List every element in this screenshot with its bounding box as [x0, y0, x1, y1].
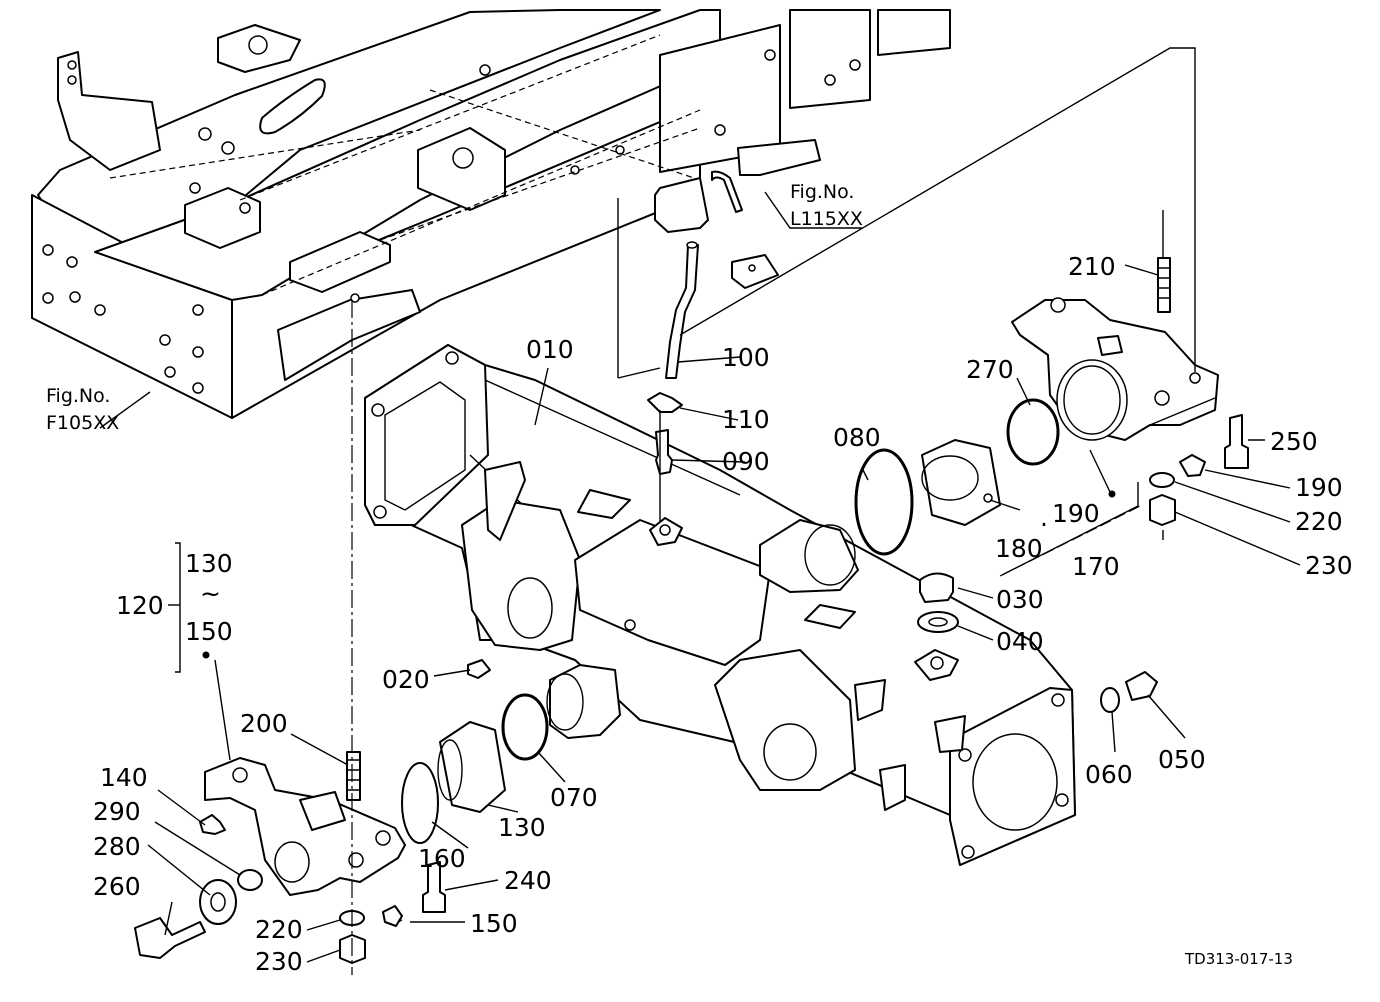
label-170: 170	[1072, 552, 1120, 581]
label-140: 140	[100, 763, 148, 792]
label-210: 210	[1068, 252, 1116, 281]
label-080: 080	[833, 423, 881, 452]
label-070: 070	[550, 783, 598, 812]
label-190: 190	[1295, 473, 1343, 502]
label-090: 090	[722, 447, 770, 476]
label-050: 050	[1158, 745, 1206, 774]
label-110: 110	[722, 405, 770, 434]
left-axle-bracket	[204, 757, 406, 896]
label-260: 260	[93, 872, 141, 901]
frame-holes	[42, 49, 861, 394]
label-150: 150	[470, 909, 518, 938]
label-290: 290	[93, 797, 141, 826]
label-010: 010	[526, 335, 574, 364]
label-range-tilde: ~	[200, 579, 221, 608]
label-130: 130	[498, 813, 546, 842]
label-060: 060	[1085, 760, 1133, 789]
label-230-right: 230	[1305, 551, 1353, 580]
figure-reference-hose: Fig.No. L115XX	[790, 181, 863, 230]
label-180-sep: ·	[1040, 510, 1048, 539]
axle-housing	[364, 344, 1076, 866]
label-100: 100	[722, 343, 770, 372]
label-250: 250	[1270, 427, 1318, 456]
fig-ref-hose-line2: L115XX	[790, 208, 863, 230]
label-130-range-start: 130	[185, 549, 233, 578]
drawing-code: TD313-017-13	[1184, 950, 1293, 968]
label-280: 280	[93, 832, 141, 861]
figure-reference-frame: Fig.No. F105XX	[46, 385, 119, 434]
right-axle-bracket	[1011, 297, 1219, 441]
label-200: 200	[240, 709, 288, 738]
label-150-range-end: 150	[185, 617, 233, 646]
label-030: 030	[996, 585, 1044, 614]
leader-lines	[99, 191, 1301, 963]
label-120: 120	[116, 591, 164, 620]
label-190-group: 190	[1052, 499, 1100, 528]
label-220-left: 220	[255, 915, 303, 944]
fig-ref-frame-line2: F105XX	[46, 412, 119, 434]
label-270: 270	[966, 355, 1014, 384]
label-230-left: 230	[255, 947, 303, 976]
tractor-frame	[31, 9, 951, 419]
part-labels: 010 020 030 040 050 060 070 080 090 100 …	[93, 252, 1353, 976]
label-160: 160	[418, 844, 466, 873]
fig-ref-frame-line1: Fig.No.	[46, 385, 110, 407]
label-240: 240	[504, 866, 552, 895]
label-020: 020	[382, 665, 430, 694]
hose-assembly	[617, 139, 821, 379]
label-220-right: 220	[1295, 507, 1343, 536]
label-040: 040	[996, 627, 1044, 656]
fig-ref-hose-line1: Fig.No.	[790, 181, 854, 203]
